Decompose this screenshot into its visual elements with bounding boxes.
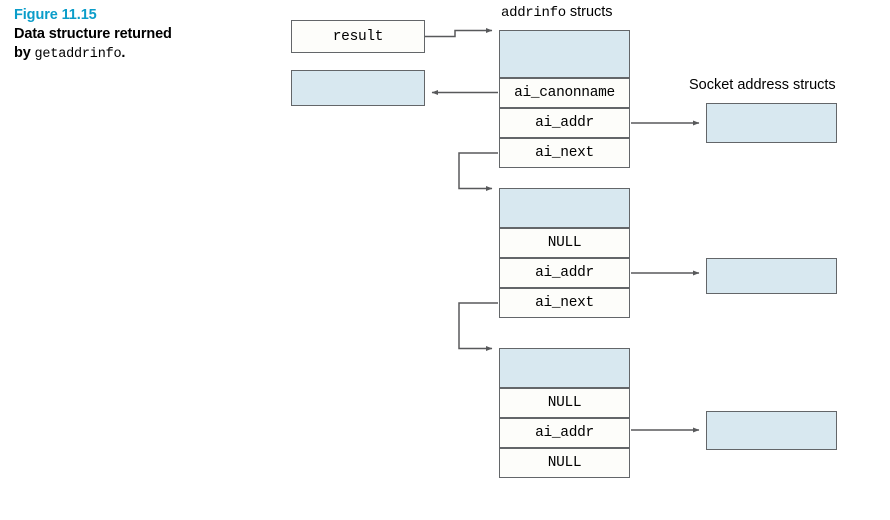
socket-address-struct-3[interactable] (706, 411, 837, 450)
socket-address-structs-label: Socket address structs (689, 77, 836, 93)
caption-function-name: getaddrinfo (34, 47, 122, 62)
canonical-name-buffer-box[interactable] (291, 70, 425, 106)
wire-struct2-next-to-struct3 (458, 302, 498, 352)
addrinfo-struct-2-field-null[interactable]: NULL (499, 228, 630, 258)
figure-caption-line2: by getaddrinfo. (14, 44, 264, 64)
figure-caption-line1: Data structure returned (14, 26, 172, 42)
addrinfo-struct-3-field-null-next[interactable]: NULL (499, 448, 630, 478)
addrinfo-struct-3-field-ai-addr[interactable]: ai_addr (499, 418, 630, 448)
addrinfo-struct-2-header[interactable] (499, 188, 630, 228)
addrinfo-structs-label: addrinfo structs (501, 4, 613, 21)
socket-address-struct-1[interactable] (706, 103, 837, 143)
addrinfo-label-rest: structs (565, 4, 613, 20)
caption-suffix: . (121, 45, 126, 61)
figure-number: Figure 11.15 (14, 7, 97, 23)
addrinfo-label-mono: addrinfo (501, 5, 566, 21)
socket-address-struct-2[interactable] (706, 258, 837, 294)
addrinfo-struct-2-field-ai-addr[interactable]: ai_addr (499, 258, 630, 288)
addrinfo-struct-1-field-ai-next[interactable]: ai_next (499, 138, 630, 168)
wire-result-to-struct1 (425, 27, 493, 38)
addrinfo-struct-1-header[interactable] (499, 30, 630, 78)
addrinfo-struct-2-field-ai-next[interactable]: ai_next (499, 288, 630, 318)
result-pointer-box[interactable]: result (291, 20, 425, 53)
wire-struct1-next-to-struct2 (458, 152, 498, 192)
addrinfo-struct-3-field-null-canonname[interactable]: NULL (499, 388, 630, 418)
addrinfo-struct-1-field-ai-addr[interactable]: ai_addr (499, 108, 630, 138)
figure-caption: Figure 11.15 Data structure returned by … (14, 6, 264, 64)
addrinfo-struct-1-field-ai-canonname[interactable]: ai_canonname (499, 78, 630, 108)
caption-prefix: by (14, 45, 35, 61)
addrinfo-struct-3-header[interactable] (499, 348, 630, 388)
